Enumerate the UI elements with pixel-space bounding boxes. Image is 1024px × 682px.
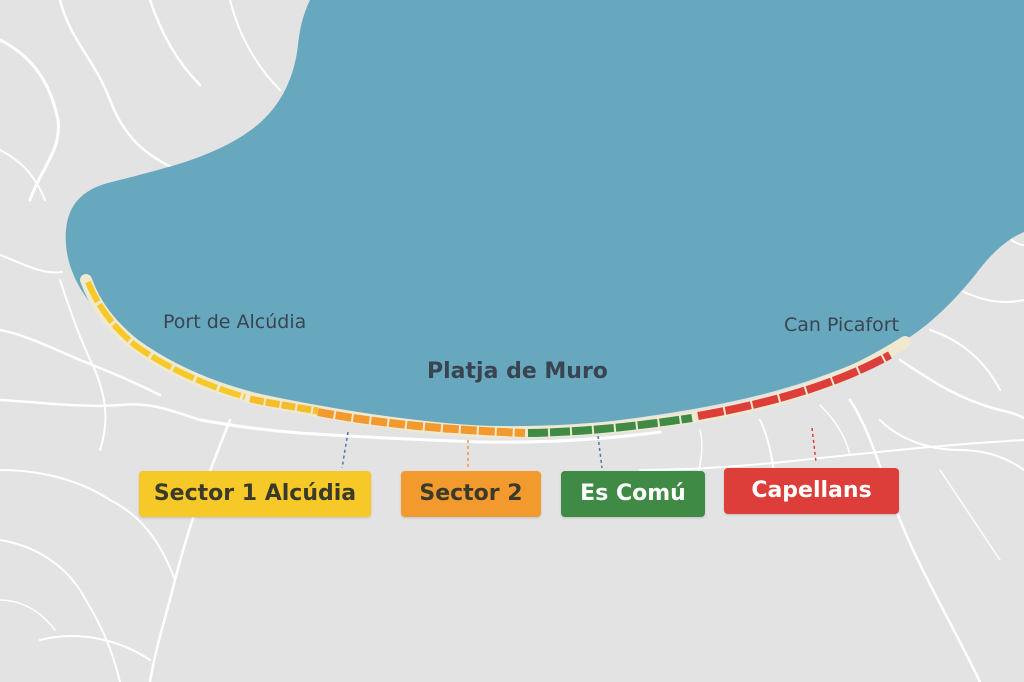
sector-badge-es-comu: Es Comú — [561, 471, 705, 517]
sector-segments — [85, 280, 892, 437]
leader-lines — [341, 427, 817, 469]
bay-of-alcudia-sea — [65, 0, 1024, 430]
place-label-platja-de-muro: Platja de Muro — [427, 359, 608, 384]
leader-sector-1 — [341, 431, 349, 469]
place-label-port-de-alcudia: Port de Alcúdia — [163, 311, 307, 333]
sector-badge-sector-2: Sector 2 — [401, 471, 541, 517]
segment-sector-1-alcudia — [85, 280, 246, 400]
sector-badge-capellans: Capellans — [724, 468, 899, 514]
leader-es-comu — [597, 435, 603, 469]
segment-capellans — [697, 351, 892, 420]
segment-sector-1-alcudia-b — [249, 395, 319, 415]
sector-badge-sector-1-alcudia: Sector 1 Alcúdia — [139, 471, 371, 517]
place-label-can-picafort: Can Picafort — [784, 314, 899, 336]
segment-es-comu — [527, 414, 693, 437]
segment-sector-2 — [317, 408, 526, 437]
